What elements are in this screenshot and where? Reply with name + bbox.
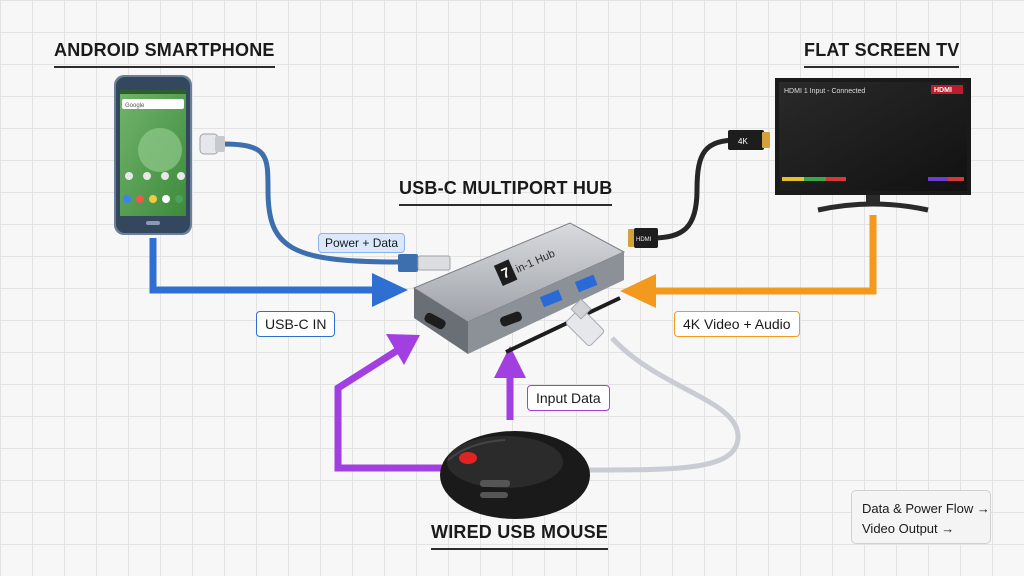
- usbc-in-label: USB-C IN: [256, 311, 336, 337]
- hdmi-4k-label: 4K: [738, 137, 748, 146]
- video-audio-arrow: [620, 215, 877, 308]
- mouse-usb-cable: [587, 336, 741, 473]
- usb-c-hub: 7 in-1 Hub: [412, 222, 626, 354]
- phone-title: ANDROID SMARTPHONE: [54, 40, 275, 68]
- mouse-title: WIRED USB MOUSE: [431, 522, 609, 550]
- tv-title: FLAT SCREEN TV: [804, 40, 960, 68]
- hub-title: USB-C MULTIPORT HUB: [399, 178, 613, 206]
- tv-hdmi-logo: HDMI: [934, 87, 952, 94]
- video-audio-label: 4K Video + Audio: [674, 311, 800, 337]
- hdmi-plug-tv: 4K: [728, 130, 770, 150]
- legend: Data & Power Flow → Video Output →: [851, 490, 991, 544]
- hdmi-cable: [651, 137, 739, 241]
- tv-status-text: HDMI 1 Input - Connected: [784, 88, 865, 95]
- usb-mouse: [440, 431, 590, 519]
- usb-c-plug: [199, 133, 225, 155]
- power-data-label: Power + Data: [318, 233, 406, 253]
- android-phone: Google: [114, 75, 192, 235]
- input-data-label: Input Data: [527, 385, 610, 411]
- legend-item-video: Video Output →: [862, 521, 955, 536]
- usbc-in-arrow: [149, 238, 408, 307]
- phone-usb-cable: [221, 141, 399, 265]
- flat-screen-tv: HDMI 1 Input - Connected HDMI: [775, 78, 971, 213]
- mouse-input-arrow-up: [494, 346, 526, 420]
- usb-a-plug: [398, 254, 451, 272]
- hdmi-hub-label: HDMI: [636, 237, 652, 243]
- phone-search-text: Google: [125, 103, 145, 109]
- hdmi-plug-hub: HDMI: [628, 228, 658, 248]
- legend-item-data-power: Data & Power Flow →: [862, 501, 990, 516]
- mouse-input-arrow-left: [334, 334, 442, 472]
- mouse-usb-a-plug: [565, 298, 605, 347]
